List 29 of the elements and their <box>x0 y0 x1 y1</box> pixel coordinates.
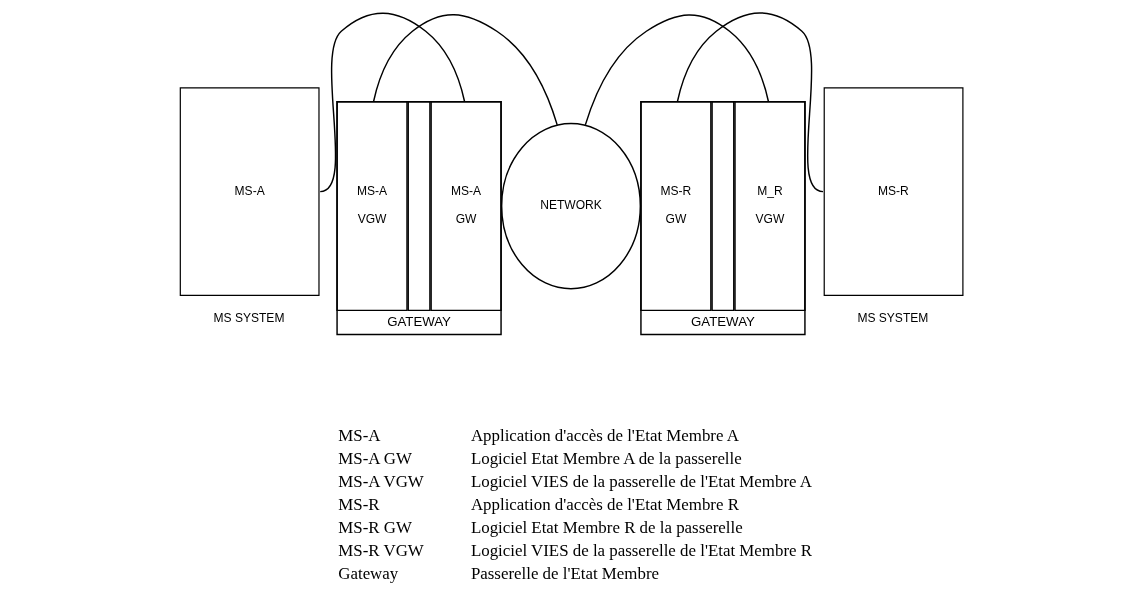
label: Application d'accès de l'Etat Membre R <box>470 495 739 515</box>
node-box: MS-A VGW <box>335 101 408 312</box>
connector <box>676 12 824 193</box>
label: MS-R VGW <box>337 541 424 561</box>
connector <box>372 14 558 126</box>
label: Passerelle de l'Etat Membre <box>470 563 659 583</box>
label: MS-R <box>337 495 380 515</box>
label: Logiciel Etat Membre A de la passerelle <box>470 449 742 469</box>
node-label: MS SYSTEM <box>212 310 284 325</box>
node-box <box>710 101 734 312</box>
node-box: MS-R <box>823 87 963 296</box>
label: MS-R GW <box>337 518 412 538</box>
label: MS-A GW <box>337 449 412 469</box>
label: MS-A VGW <box>337 472 424 492</box>
node-box: MS-A GW <box>429 101 502 312</box>
label: MS-A <box>337 426 380 446</box>
node-ellipse: NETWORK <box>500 122 641 290</box>
connector <box>584 14 769 126</box>
label: Application d'accès de l'Etat Membre A <box>470 426 739 446</box>
node-label: MS SYSTEM <box>856 310 928 325</box>
label: Logiciel VIES de la passerelle de l'Etat Membre R <box>470 541 812 561</box>
label: Logiciel VIES de la passerelle de l'Etat Membre A <box>470 472 812 492</box>
label: Logiciel Etat Membre R de la passerelle <box>470 518 743 538</box>
node-box <box>407 101 431 312</box>
connector <box>318 12 465 193</box>
node-box: MS-R GW <box>639 101 712 312</box>
node-box: MS-A <box>179 87 320 296</box>
label: Gateway <box>337 563 398 583</box>
node-box: M_R VGW <box>733 101 806 312</box>
